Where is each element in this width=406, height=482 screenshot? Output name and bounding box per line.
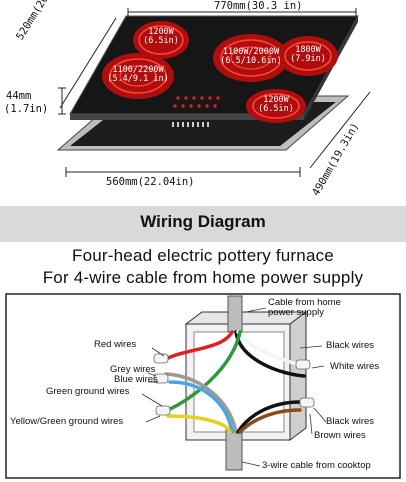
burner-coil-ring — [138, 25, 184, 55]
burner-size: (7.9in) — [290, 54, 326, 64]
burner-power: 1100W/2000W — [222, 47, 280, 57]
wire-nut — [295, 359, 311, 370]
label-white-wires: White wires — [330, 361, 380, 372]
touch-controls — [173, 96, 220, 108]
burner-center — [213, 34, 289, 82]
description-line-2: For 4-wire cable from home power supply — [42, 268, 364, 287]
burner-top-left — [133, 21, 189, 59]
wire-black-cooktop — [236, 400, 302, 434]
label-black-wires-bottom: Black wires — [326, 416, 375, 427]
label-yellow-green-ground-wires: Yellow/Green ground wires — [10, 416, 124, 427]
burner-size: (6.5in) — [258, 104, 294, 114]
label-leader-lines — [141, 307, 327, 467]
height-dimension-label-mm: 44mm — [6, 90, 32, 102]
burner-power: 1100/2200W — [112, 65, 164, 75]
burner-coil-ring — [284, 41, 332, 71]
wiring-diagram-banner — [0, 206, 406, 242]
wire-brown — [238, 408, 302, 434]
burner-power: 1200W — [263, 95, 289, 105]
height-dimension-label-in: (1.7in) — [4, 103, 49, 115]
label-blue-wires: Blue wires — [114, 374, 158, 385]
wire-nut — [153, 353, 169, 364]
wire-red — [162, 330, 234, 362]
burner-coil-ring — [252, 93, 300, 119]
width-dimension-label: 770mm(30.3 in) — [214, 0, 303, 12]
label-cable-from-cooktop: 3-wire cable from cooktop — [262, 460, 371, 471]
wire-nut — [155, 405, 171, 416]
wires — [162, 330, 306, 434]
burner-coil-ring — [109, 58, 167, 94]
label-power-supply: power supply — [268, 307, 324, 318]
burner-coil-ring — [119, 65, 157, 87]
glass-edge — [70, 114, 304, 120]
wire-green — [166, 330, 242, 412]
burner-label-left: 1100/2200W(5.4/9.1 in) — [104, 66, 172, 84]
burner-power: 1800W — [295, 45, 321, 55]
burner-size: (6.5in) — [143, 36, 179, 46]
cooktop-cable — [225, 429, 243, 471]
wire-nut — [299, 397, 315, 408]
wire-blue — [168, 380, 234, 434]
label-black-wires-top: Black wires — [326, 340, 375, 351]
label-grey-wires: Grey wires — [110, 364, 156, 375]
wire-white — [236, 330, 298, 366]
burner-label-top-right: 1800W(7.9in) — [286, 46, 330, 64]
vent-slots — [172, 122, 209, 127]
burner-label-bottom-right: 1200W(6.5in) — [254, 96, 298, 114]
dimension-lines — [58, 8, 371, 177]
label-red-wires: Red wires — [94, 339, 137, 350]
label-brown-wires: Brown wires — [314, 430, 366, 441]
burner-coil-ring — [230, 46, 272, 70]
burner-power: 1200W — [148, 27, 174, 37]
burner-size: (6.5/10.6in) — [220, 56, 282, 66]
wire-grey — [164, 372, 238, 434]
burner-label-top-left: 1200W(6.5in) — [140, 28, 182, 46]
burner-left — [102, 53, 174, 99]
burner-label-center: 1100W/2000W(6.5/10.6in) — [218, 48, 284, 66]
cooktop-illustration — [56, 8, 371, 177]
description-line-1: Four-head electric pottery furnace — [72, 246, 334, 265]
cutout-width-label: 560mm(22.04in) — [106, 176, 195, 188]
wire-nut — [153, 373, 169, 384]
burner-size: (5.4/9.1 in) — [107, 74, 169, 84]
label-cable-from-home: Cable from home — [268, 297, 341, 308]
wiring-diagram — [5, 293, 401, 479]
home-supply-cable — [227, 295, 243, 333]
wire-yellow-green — [166, 414, 232, 434]
wiring-diagram-title: Wiring Diagram — [140, 212, 266, 231]
label-green-ground-wires: Green ground wires — [46, 386, 130, 397]
wire-nuts — [153, 353, 315, 416]
